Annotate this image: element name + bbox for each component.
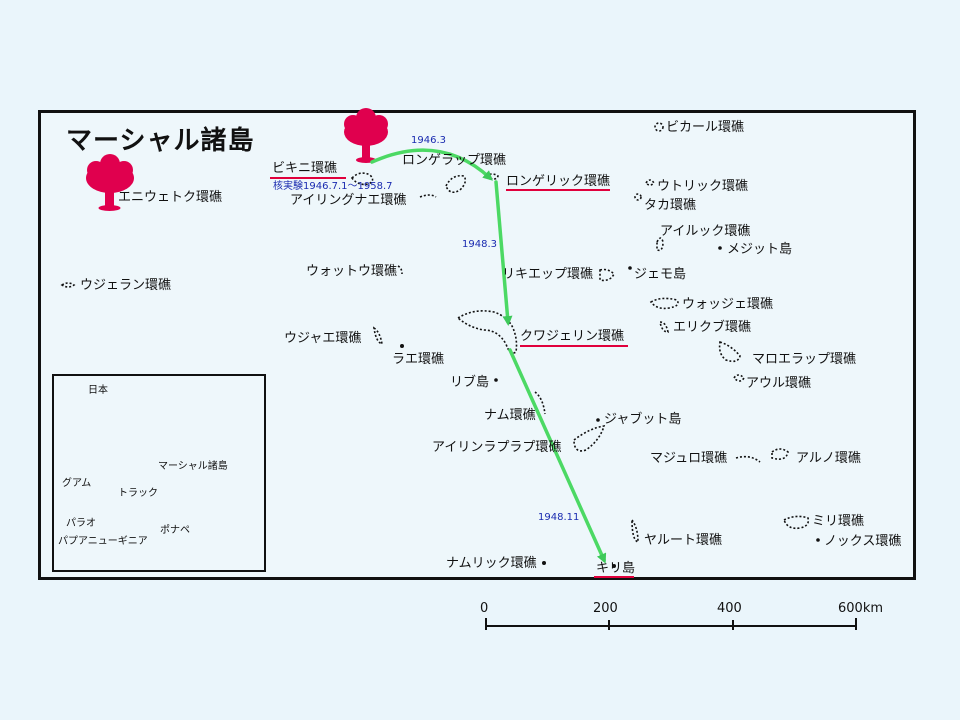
route-arrow-1948-nov xyxy=(508,348,607,564)
label-ujelang: ウジェラン環礁 xyxy=(80,278,172,293)
utrik-atoll-shape xyxy=(644,179,656,186)
inset-map xyxy=(52,374,266,572)
label-namu: ナム環礁 xyxy=(484,408,536,423)
inset-label-truk: トラック xyxy=(118,488,158,499)
label-ailinginae: アイリングナエ環礁 xyxy=(290,193,407,208)
label-bikini: ビキニ環礁 xyxy=(272,161,338,176)
bikini-atoll-shape xyxy=(350,172,374,186)
label-maloelap: マロエラップ環礁 xyxy=(752,352,857,367)
label-jemo: ジェモ島 xyxy=(634,267,687,282)
arno-atoll-shape xyxy=(771,448,789,460)
label-enewetak: エニウェトク環礁 xyxy=(118,190,223,205)
label-namorik: ナムリック環礁 xyxy=(446,556,537,571)
label-wotho: ウォットウ環礁 xyxy=(306,264,398,279)
mushroom-cloud-enewetak-icon xyxy=(86,154,134,211)
label-bikar: ビカール環礁 xyxy=(666,120,745,135)
label-rongelap: ロンゲラップ環礁 xyxy=(402,153,507,168)
inset-label-guam: グアム xyxy=(62,478,92,489)
label-utrik: ウトリック環礁 xyxy=(657,179,749,194)
label-kwajalein: クワジェリン環礁 xyxy=(520,329,625,344)
likiep-atoll-shape xyxy=(599,268,615,282)
scale-bar xyxy=(485,618,857,630)
ailinglaplap-atoll-shape xyxy=(573,425,606,452)
taka-atoll-shape xyxy=(634,193,642,201)
label-ailinglaplap: アイリンラプラプ環礁 xyxy=(432,440,562,455)
year-1948-nov: 1948.11 xyxy=(538,512,580,523)
label-jaluit: ヤルート環礁 xyxy=(644,533,723,548)
label-ailuk: アイルック環礁 xyxy=(660,224,751,239)
label-wotje: ウォッジェ環礁 xyxy=(682,297,774,312)
route-arrow-1948-mar xyxy=(494,180,513,326)
ujelang-atoll-shape xyxy=(60,282,76,288)
map-title: マーシャル諸島 xyxy=(66,126,255,156)
scale-label-200: 200 xyxy=(593,601,618,616)
majuro-atoll-shape xyxy=(735,455,761,463)
erikub-atoll-shape xyxy=(659,321,669,333)
ujae-atoll-shape xyxy=(372,326,384,346)
label-aur: アウル環礁 xyxy=(746,376,812,391)
maloelap-atoll-shape xyxy=(718,340,741,363)
mili-atoll-shape xyxy=(782,515,810,530)
label-arno: アルノ環礁 xyxy=(796,451,861,466)
inset-label-japan: 日本 xyxy=(88,385,108,396)
label-taka: タカ環礁 xyxy=(644,198,697,213)
inset-label-marshall: マーシャル諸島 xyxy=(158,461,228,472)
inset-label-png: パプアニューギニア xyxy=(58,536,148,547)
label-rongerik: ロンゲリック環礁 xyxy=(506,174,611,189)
inset-label-palau: パラオ xyxy=(66,518,96,529)
scale-label-0: 0 xyxy=(480,601,489,616)
mushroom-cloud-bikini-icon xyxy=(344,108,388,163)
scale-label-400: 400 xyxy=(717,601,742,616)
label-majuro: マジュロ環礁 xyxy=(650,451,728,466)
aur-atoll-shape xyxy=(732,374,746,382)
route-arrow-1946 xyxy=(370,148,493,181)
label-knox: ノックス環礁 xyxy=(824,534,902,549)
scale-label-600: 600km xyxy=(838,601,884,616)
kwajalein-atoll-shape xyxy=(456,310,518,354)
inset-label-pohnpei: ポナペ xyxy=(160,525,190,536)
ailinginae-atoll-shape xyxy=(419,194,437,198)
label-lib: リブ島 xyxy=(450,375,490,390)
year-1948-mar: 1948.3 xyxy=(462,239,497,250)
label-likiep: リキエップ環礁 xyxy=(502,267,594,282)
label-mejit: メジット島 xyxy=(727,242,793,257)
ailuk-atoll-shape xyxy=(656,237,664,252)
label-nuclear-tests: 核実験1946.7.1～1958.7 xyxy=(273,181,393,192)
bikar-atoll-shape xyxy=(654,122,664,132)
year-1946: 1946.3 xyxy=(411,135,446,146)
namu-atoll-shape xyxy=(534,391,546,415)
jaluit-atoll-shape xyxy=(631,517,639,544)
label-lae: ラエ環礁 xyxy=(392,352,445,367)
label-ujae: ウジャエ環礁 xyxy=(284,331,362,346)
label-jabwot: ジャブット島 xyxy=(604,412,682,427)
label-kili: キリ島 xyxy=(596,561,636,576)
label-mili: ミリ環礁 xyxy=(812,514,865,529)
wotho-atoll-shape xyxy=(397,265,403,275)
wotje-atoll-shape xyxy=(649,297,679,310)
rongelap-atoll-shape xyxy=(445,174,467,194)
label-erikub: エリクブ環礁 xyxy=(673,320,752,335)
